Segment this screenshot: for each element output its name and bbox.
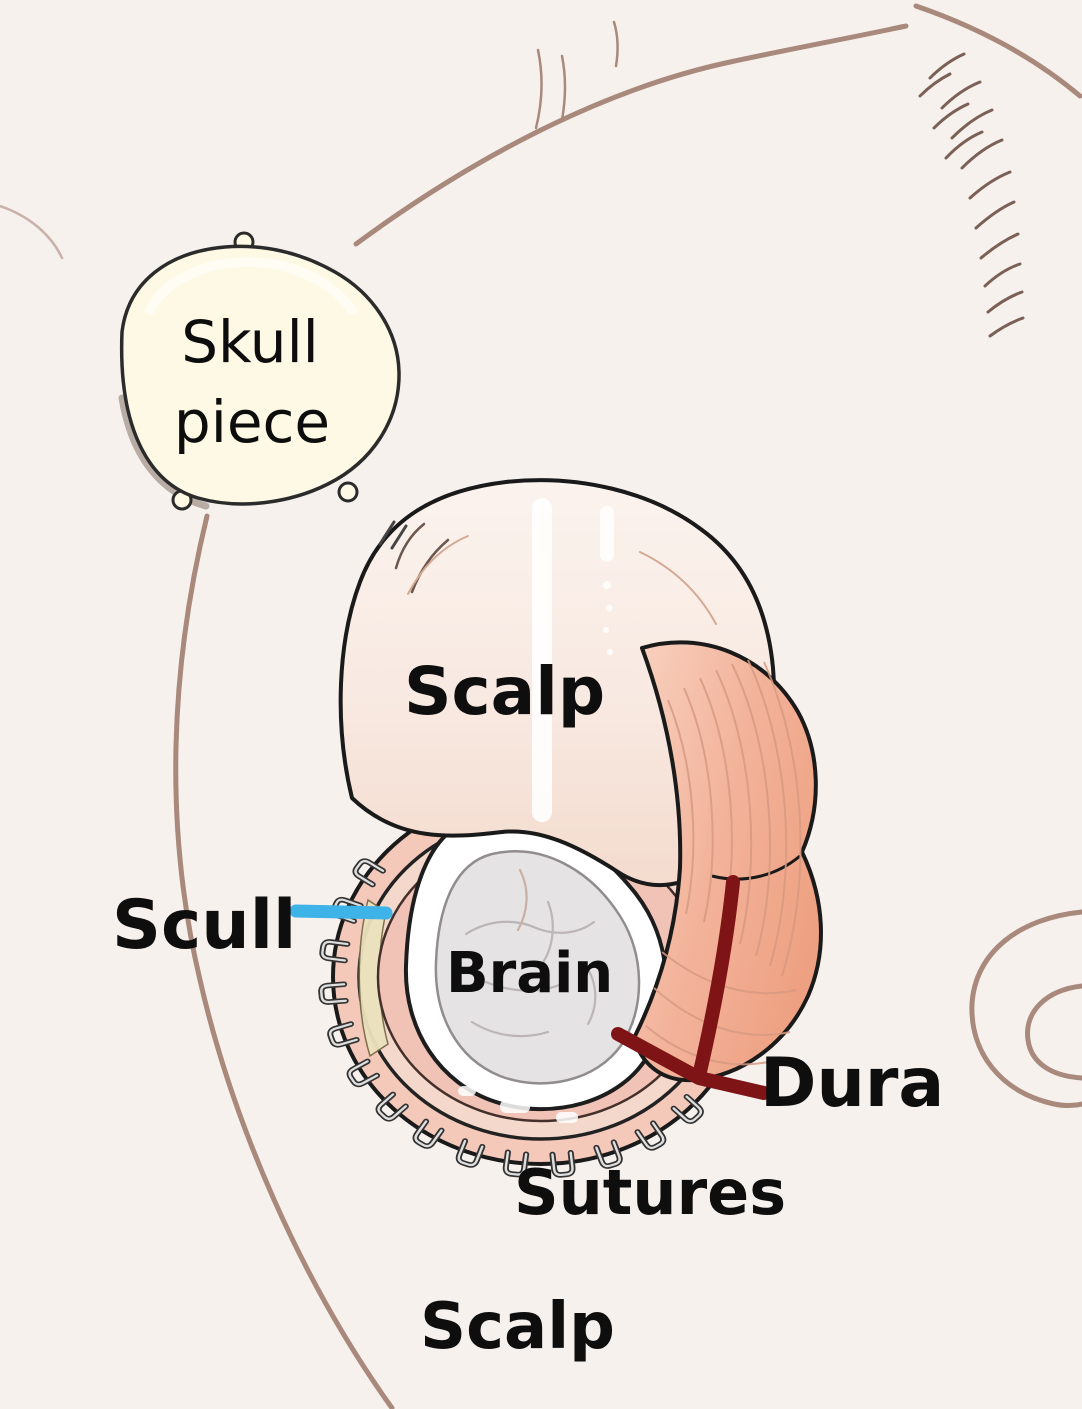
brain [434, 850, 641, 1085]
head-outline-top-right [913, 3, 1082, 99]
hair-strand-2 [560, 54, 567, 122]
dura-flap-opened [403, 812, 669, 1112]
ear-outer-curve [969, 909, 1082, 1108]
skull-piece-bone [119, 244, 401, 506]
label-brain: Brain [446, 941, 613, 1006]
skull-pointer-line [289, 904, 393, 920]
head-outline-curves [0, 3, 1082, 1409]
scalp-flap-details [378, 520, 717, 625]
skull-piece-label-line1: Skull [181, 308, 319, 376]
skull-piece-label-line2: piece [174, 388, 330, 456]
hair-strand-1 [534, 48, 543, 130]
head-outline-top [353, 23, 909, 247]
label-skull: Scull [112, 886, 296, 965]
label-sutures: Sutures [514, 1156, 786, 1229]
head-outline-left [173, 513, 395, 1409]
dura-pointer-lines [611, 875, 771, 1100]
corner-crease [0, 204, 64, 260]
skull-piece-tab-right [337, 481, 359, 503]
skull-piece: Skull piece [118, 231, 401, 511]
hair-strand-3 [612, 20, 619, 68]
temple-hatching [918, 52, 1025, 338]
muscle-lobe-divider [711, 854, 801, 881]
scalp-flap-skin [338, 478, 777, 888]
scalp-flap-highlights [532, 498, 614, 822]
label-scalp-bottom: Scalp [420, 1290, 615, 1364]
scalp-flap [338, 478, 777, 888]
label-dura: Dura [760, 1044, 944, 1123]
label-scalp-top: Scalp [404, 653, 605, 730]
labels: Scalp Scull Brain Dura Sutures Scalp [112, 653, 944, 1364]
muscle-fibers [645, 659, 802, 1066]
brain-sulci [464, 868, 597, 1038]
muscle-flap-body [632, 640, 823, 1083]
skull-piece-highlight [145, 256, 357, 315]
muscle-flap [632, 640, 823, 1083]
ear-inner-curve [1025, 983, 1082, 1081]
wound-highlights [458, 1086, 578, 1123]
